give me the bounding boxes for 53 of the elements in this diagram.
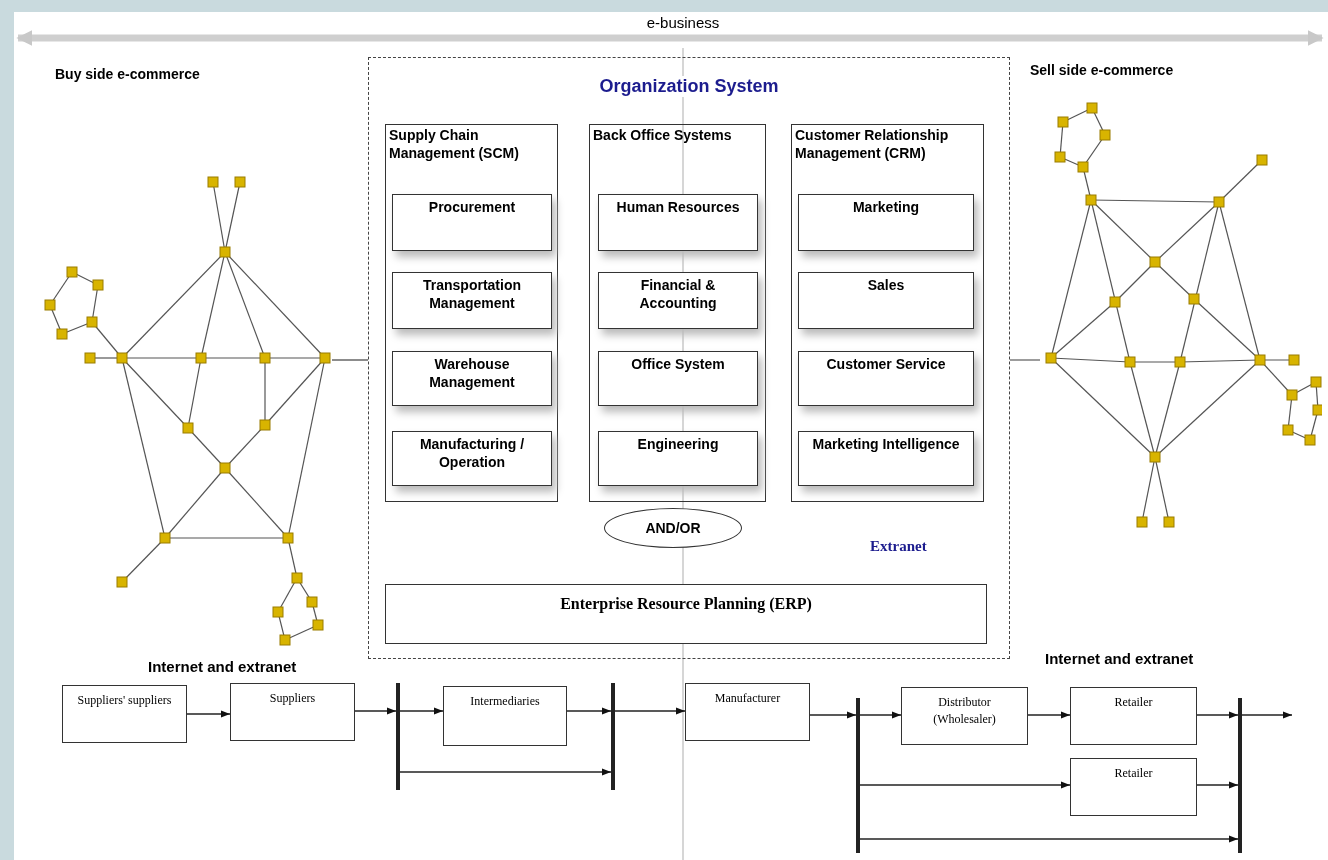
axis-title: e-business — [646, 14, 720, 31]
group-title: Back Office Systems — [593, 127, 733, 145]
group-box — [589, 124, 766, 502]
arrow — [399, 768, 612, 776]
section-label: Internet and extranet — [1045, 650, 1194, 667]
process-box: Suppliers — [230, 683, 355, 741]
arrow — [1196, 711, 1239, 719]
junction-bar — [396, 683, 400, 790]
group-title: Supply Chain Management (SCM) — [389, 127, 520, 162]
module-box: Manufacturing / Operation — [392, 431, 552, 486]
process-box: Suppliers' suppliers — [62, 685, 187, 743]
module-box: Warehouse Management — [392, 351, 552, 406]
arrow — [859, 711, 902, 719]
section-label: Extranet — [870, 538, 927, 555]
process-box: Retailer — [1070, 687, 1197, 745]
group-box — [791, 124, 984, 502]
process-box: Distributor (Wholesaler) — [901, 687, 1028, 745]
arrow — [566, 707, 612, 715]
arrow — [859, 835, 1239, 843]
junction-bar — [856, 698, 860, 853]
arrow — [1027, 711, 1071, 719]
process-box: Retailer — [1070, 758, 1197, 816]
group-box — [385, 124, 558, 502]
section-label: Buy side e-commerce — [55, 66, 200, 82]
junction-bar — [1238, 698, 1242, 853]
connector-line — [331, 359, 369, 361]
arrow — [1241, 711, 1293, 719]
section-label: Internet and extranet — [148, 658, 297, 675]
arrow — [399, 707, 444, 715]
arrow — [354, 707, 397, 715]
module-box: Engineering — [598, 431, 758, 486]
module-box: Office System — [598, 351, 758, 406]
process-box: Manufacturer — [685, 683, 810, 741]
arrow — [614, 707, 686, 715]
module-box: Marketing — [798, 194, 974, 251]
module-box: Procurement — [392, 194, 552, 251]
arrow — [809, 711, 857, 719]
module-box: Transportation Management — [392, 272, 552, 329]
process-box: Enterprise Resource Planning (ERP) — [385, 584, 987, 644]
section-label: Sell side e-commerce — [1030, 62, 1174, 78]
module-box: Customer Service — [798, 351, 974, 406]
connector-line — [1009, 359, 1041, 361]
arrow — [1196, 781, 1239, 789]
module-box: Financial & Accounting — [598, 272, 758, 329]
arrow — [859, 781, 1071, 789]
module-box: Human Resources — [598, 194, 758, 251]
process-box: Intermediaries — [443, 686, 567, 746]
module-box: Marketing Intelligence — [798, 431, 974, 486]
arrow — [186, 710, 231, 718]
group-title: Customer Relationship Management (CRM) — [795, 127, 950, 162]
system-boundary — [368, 57, 1010, 659]
module-box: Sales — [798, 272, 974, 329]
junction-bar — [611, 683, 615, 790]
